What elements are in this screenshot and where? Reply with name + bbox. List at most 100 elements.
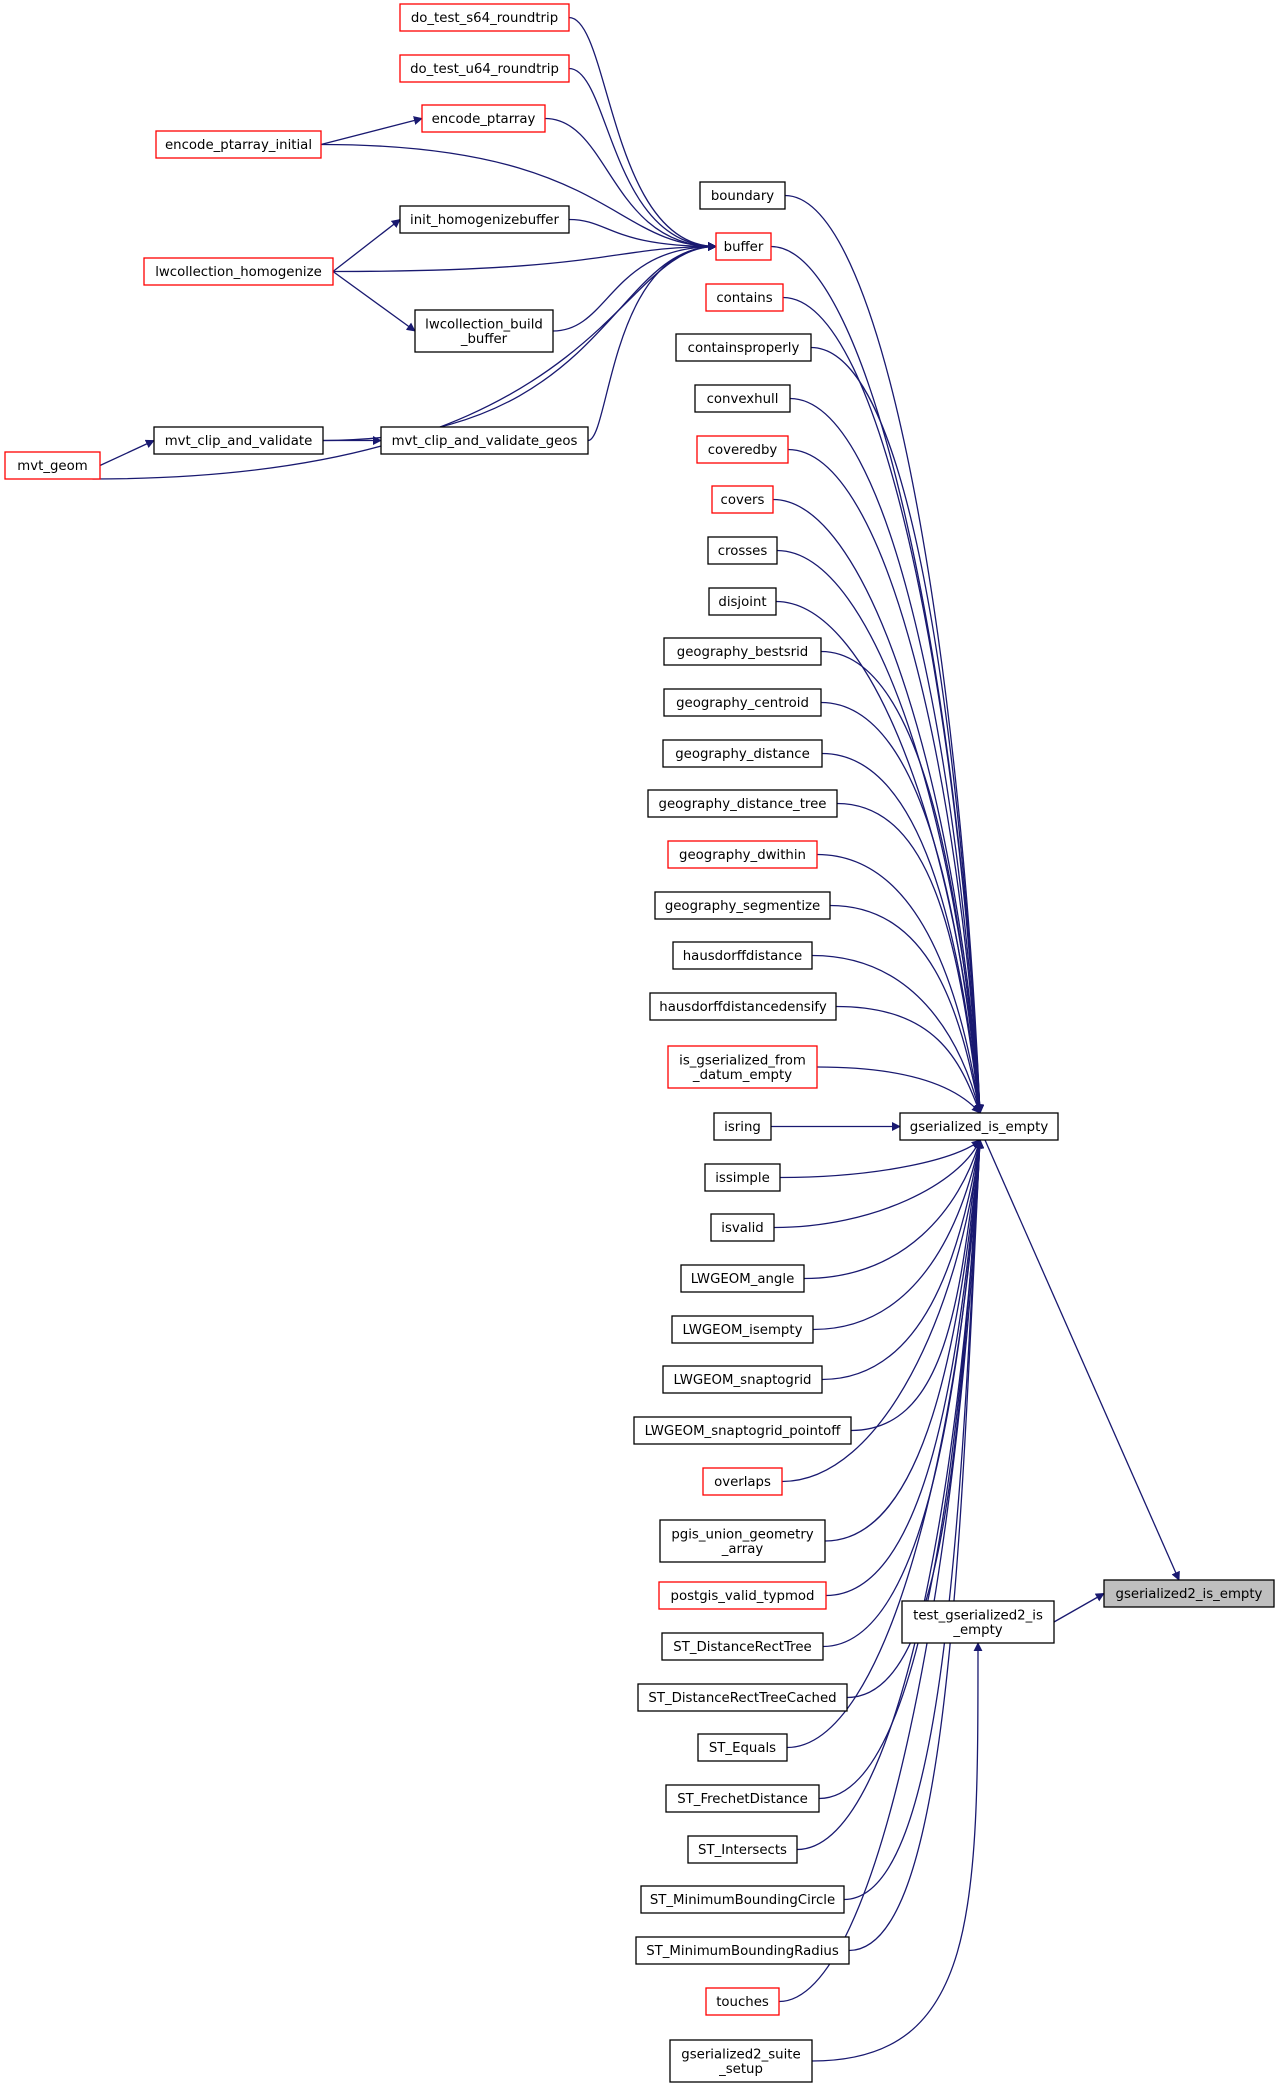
graph-node-convexhull[interactable]: convexhull bbox=[694, 384, 791, 413]
node-label: ST_DistanceRectTree bbox=[673, 1640, 811, 1655]
graph-node-lwgeom-isempty[interactable]: LWGEOM_isempty bbox=[671, 1315, 814, 1344]
graph-node-issimple[interactable]: issimple bbox=[704, 1163, 781, 1192]
graph-node-geography-distance[interactable]: geography_distance bbox=[662, 739, 823, 768]
graph-node-is-gserialized-from-datum-empty[interactable]: is_gserialized_from_datum_empty bbox=[667, 1045, 818, 1089]
graph-node-suite[interactable]: gserialized2_suite_setup bbox=[669, 2039, 813, 2083]
graph-node-encode-ptarray-initial[interactable]: encode_ptarray_initial bbox=[155, 130, 322, 159]
graph-node-init-homogenizebuffer[interactable]: init_homogenizebuffer bbox=[399, 205, 570, 234]
node-label: lwcollection_homogenize bbox=[155, 265, 322, 280]
graph-node-geography-segmentize[interactable]: geography_segmentize bbox=[654, 891, 831, 920]
graph-node-root[interactable]: gserialized2_is_empty bbox=[1103, 1579, 1275, 1608]
node-label: issimple bbox=[715, 1171, 770, 1186]
edge-do-test-u64-roundtrip-to-buffer bbox=[568, 67, 717, 251]
node-box bbox=[901, 1600, 1055, 1644]
graph-node-mvt-clip-and-validate[interactable]: mvt_clip_and_validate bbox=[153, 426, 324, 455]
node-box bbox=[663, 637, 822, 666]
node-box bbox=[680, 1264, 805, 1293]
node-box bbox=[1103, 1579, 1275, 1608]
node-box bbox=[143, 257, 334, 286]
edge-mvt-clip-and-validate-geos-to-buffer bbox=[587, 242, 717, 442]
graph-node-geography-centroid[interactable]: geography_centroid bbox=[663, 688, 822, 717]
node-label: mvt_geom bbox=[17, 459, 87, 474]
graph-node-encode-ptarray[interactable]: encode_ptarray bbox=[421, 104, 546, 133]
node-box bbox=[667, 1045, 818, 1089]
graph-node-st-minimumboundingcircle[interactable]: ST_MinimumBoundingCircle bbox=[640, 1885, 845, 1914]
graph-node-lwgeom-snaptogrid[interactable]: LWGEOM_snaptogrid bbox=[662, 1365, 823, 1394]
node-box bbox=[687, 1835, 798, 1864]
node-label: gserialized2_suite_setup bbox=[681, 2047, 800, 2077]
graph-node-geography-dwithin[interactable]: geography_dwithin bbox=[667, 840, 818, 869]
graph-node-containsproperly[interactable]: containsproperly bbox=[675, 333, 812, 362]
node-label: gserialized2_is_empty bbox=[1116, 1587, 1263, 1602]
node-box bbox=[710, 1213, 775, 1242]
graph-node-lwcollection-build-buffer[interactable]: lwcollection_build_buffer bbox=[414, 309, 554, 353]
node-box bbox=[399, 54, 570, 83]
graph-node-isring[interactable]: isring bbox=[713, 1112, 772, 1141]
node-label: contains bbox=[716, 291, 772, 306]
edge-encode-ptarray-initial-to-encode-ptarray bbox=[320, 116, 423, 146]
graph-node-touches[interactable]: touches bbox=[705, 1987, 780, 2016]
graph-node-st-intersects[interactable]: ST_Intersects bbox=[687, 1835, 798, 1864]
node-label: ST_MinimumBoundingRadius bbox=[646, 1944, 839, 1959]
graph-node-postgis-valid-typmod[interactable]: postgis_valid_typmod bbox=[658, 1581, 827, 1610]
graph-node-do-test-u64-roundtrip[interactable]: do_test_u64_roundtrip bbox=[399, 54, 570, 83]
node-label: ST_Intersects bbox=[698, 1843, 787, 1858]
graph-node-do-test-s64-roundtrip[interactable]: do_test_s64_roundtrip bbox=[399, 3, 570, 32]
node-label: geography_dwithin bbox=[679, 848, 806, 863]
graph-node-boundary[interactable]: boundary bbox=[699, 181, 786, 210]
edge-geography-distance-tree-to-gie bbox=[836, 802, 984, 1114]
edge-gie-to-root bbox=[984, 1139, 1180, 1581]
graph-node-disjoint[interactable]: disjoint bbox=[708, 587, 777, 616]
edge-tgie-to-root bbox=[1053, 1592, 1105, 1623]
graph-node-isvalid[interactable]: isvalid bbox=[710, 1213, 775, 1242]
graph-node-hausdorffdistance[interactable]: hausdorffdistance bbox=[672, 941, 813, 970]
edge-do-test-s64-roundtrip-to-buffer bbox=[568, 16, 717, 251]
edge-hausdorffdistance-to-gie bbox=[811, 954, 983, 1114]
edge-init-homogenizebuffer-to-buffer bbox=[568, 218, 717, 251]
node-box bbox=[694, 384, 791, 413]
node-label: geography_centroid bbox=[676, 696, 809, 711]
graph-node-overlaps[interactable]: overlaps bbox=[702, 1467, 783, 1496]
edge-geography-distance-to-gie bbox=[821, 752, 984, 1114]
node-label: geography_segmentize bbox=[665, 899, 820, 914]
graph-node-gie[interactable]: gserialized_is_empty bbox=[899, 1112, 1059, 1141]
graph-node-geography-bestsrid[interactable]: geography_bestsrid bbox=[663, 637, 822, 666]
graph-node-mvt-clip-and-validate-geos[interactable]: mvt_clip_and_validate_geos bbox=[380, 426, 589, 455]
edge-lwgeom-snaptogrid-pointoff-to-gie bbox=[850, 1139, 984, 1432]
graph-node-crosses[interactable]: crosses bbox=[707, 536, 778, 565]
graph-node-mvt-geom[interactable]: mvt_geom bbox=[4, 451, 101, 480]
edge-lwgeom-isempty-to-gie bbox=[812, 1139, 983, 1331]
node-box bbox=[707, 536, 778, 565]
node-box bbox=[421, 104, 546, 133]
edge-hausdorffdistancedensify-to-gie bbox=[835, 1005, 982, 1114]
graph-node-lwgeom-angle[interactable]: LWGEOM_angle bbox=[680, 1264, 805, 1293]
graph-node-covers[interactable]: covers bbox=[711, 485, 774, 514]
node-box bbox=[647, 789, 838, 818]
edge-touches-to-gie bbox=[778, 1139, 985, 2003]
edge-mvt-geom-to-mvt-clip-and-validate bbox=[99, 439, 155, 467]
graph-node-st-frechetdistance[interactable]: ST_FrechetDistance bbox=[665, 1784, 820, 1813]
node-box bbox=[4, 451, 101, 480]
graph-node-st-minimumboundingradius[interactable]: ST_MinimumBoundingRadius bbox=[635, 1936, 850, 1965]
node-box bbox=[675, 333, 812, 362]
node-label: ST_FrechetDistance bbox=[677, 1792, 808, 1807]
edge-lwcollection-homogenize-to-buffer bbox=[332, 242, 717, 273]
graph-node-st-distancerecttree[interactable]: ST_DistanceRectTree bbox=[661, 1632, 824, 1661]
graph-node-tgie[interactable]: test_gserialized2_is_empty bbox=[901, 1600, 1055, 1644]
graph-node-hausdorffdistancedensify[interactable]: hausdorffdistancedensify bbox=[649, 992, 837, 1021]
graph-node-lwgeom-snaptogrid-pointoff[interactable]: LWGEOM_snaptogrid_pointoff bbox=[633, 1416, 852, 1445]
edge-issimple-to-gie bbox=[779, 1139, 981, 1179]
graph-node-buffer[interactable]: buffer bbox=[715, 232, 772, 261]
node-box bbox=[899, 1112, 1059, 1141]
graph-node-st-distancerecttreecached[interactable]: ST_DistanceRectTreeCached bbox=[637, 1683, 848, 1712]
graph-node-contains[interactable]: contains bbox=[705, 283, 784, 312]
node-label: convexhull bbox=[707, 392, 779, 407]
edge-lwcollection-build-buffer-to-buffer bbox=[552, 242, 717, 332]
graph-node-coveredby[interactable]: coveredby bbox=[696, 435, 789, 464]
graph-node-st-equals[interactable]: ST_Equals bbox=[697, 1733, 788, 1762]
graph-node-geography-distance-tree[interactable]: geography_distance_tree bbox=[647, 789, 838, 818]
graph-node-lwcollection-homogenize[interactable]: lwcollection_homogenize bbox=[143, 257, 334, 286]
node-label: LWGEOM_isempty bbox=[683, 1323, 803, 1338]
graph-node-pgis-union-geometry-array[interactable]: pgis_union_geometry_array bbox=[659, 1519, 826, 1563]
nodes-layer: gserialized2_is_empty gserialized_is_empt… bbox=[4, 3, 1275, 2083]
